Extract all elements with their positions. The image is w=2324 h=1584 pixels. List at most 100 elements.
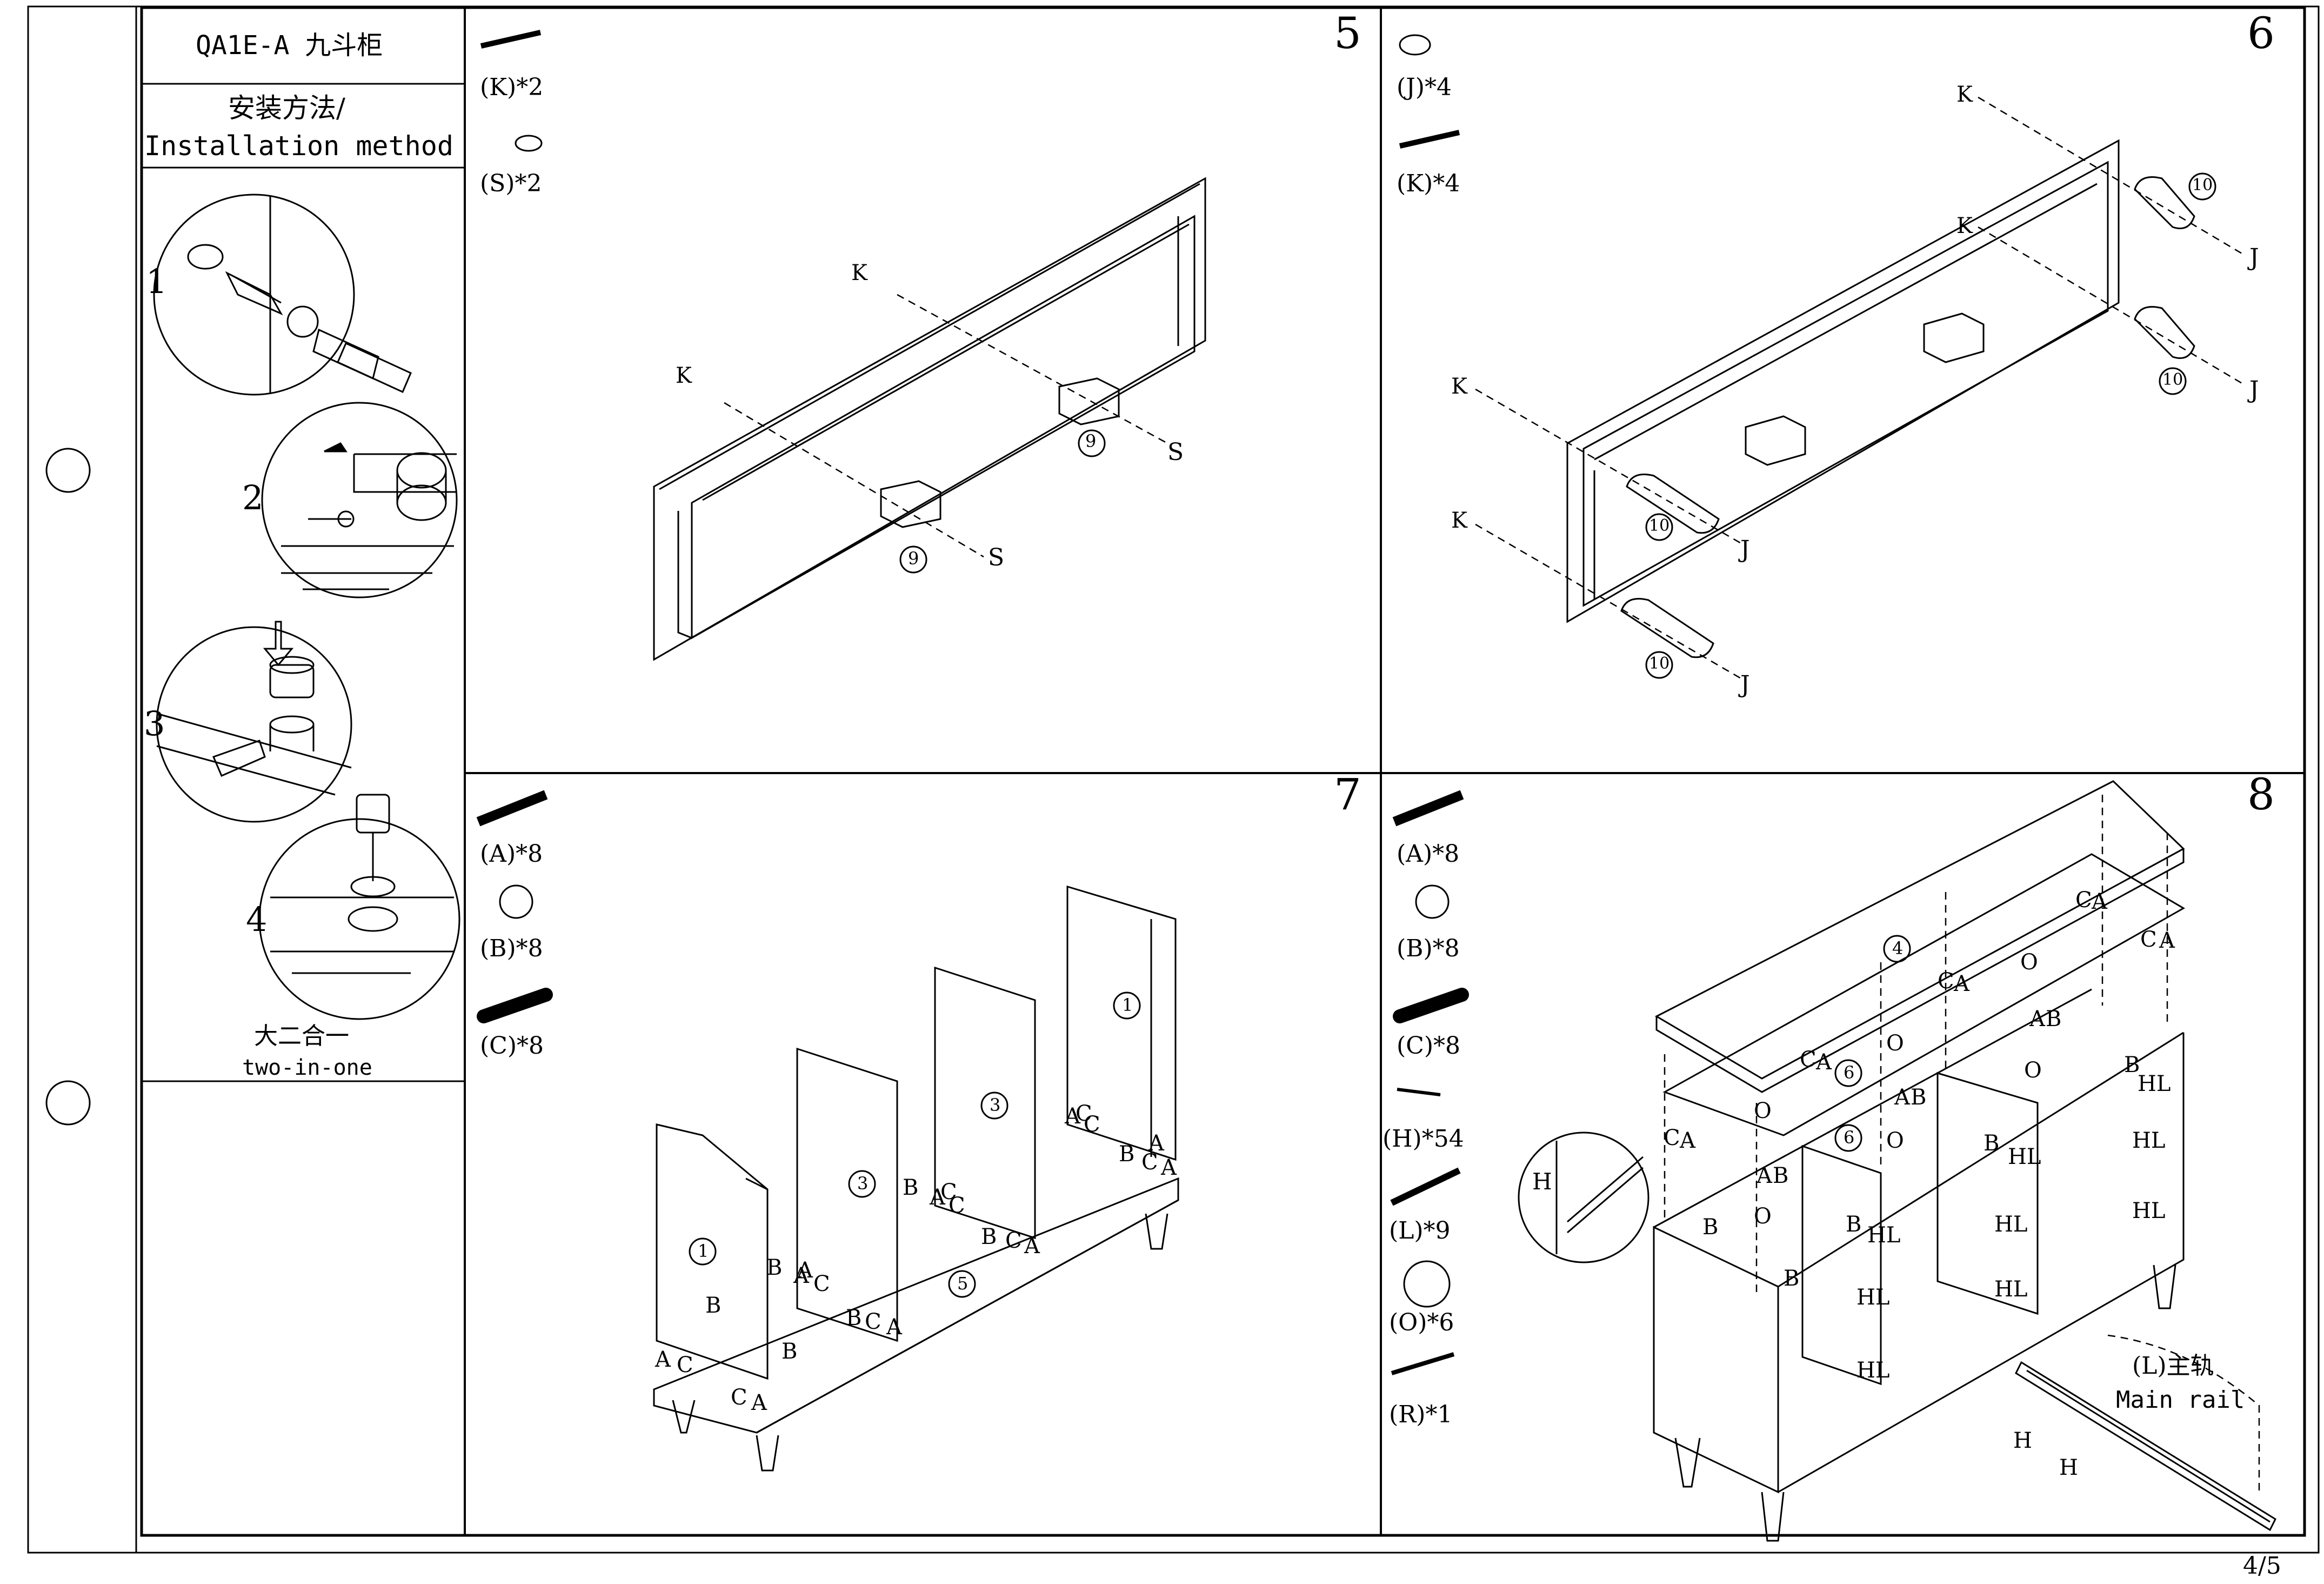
callout-label: J [1740, 671, 1750, 698]
step-number-5: 5 [1334, 8, 1361, 58]
part-label: (O)*6 [1389, 1309, 1454, 1336]
step-number-7: 7 [1334, 769, 1361, 820]
callout-label: B [2124, 1053, 2140, 1077]
callout-label: A [1680, 1128, 1695, 1153]
part-label: (B)*8 [480, 935, 543, 962]
callout-label: B [1702, 1215, 1719, 1240]
callout-label: HL [1994, 1277, 2028, 1302]
callout-label: 9 [908, 548, 919, 569]
panel-number: 1 [698, 1241, 709, 1261]
callout-label: O [1886, 1128, 1904, 1153]
part-label: (S)*2 [480, 170, 542, 197]
main-rail-en: Main rail [2116, 1386, 2245, 1414]
cam-bolt-icon [476, 790, 548, 827]
callout-label: A [1757, 1163, 1772, 1188]
callout-label: H [2013, 1428, 2032, 1453]
callout-label: 9 [1085, 431, 1097, 451]
step-number-8: 8 [2247, 769, 2275, 820]
callout-label: A [655, 1347, 671, 1372]
callout-label: O [2024, 1058, 2042, 1083]
step7-drawing [653, 885, 1179, 1472]
callout-label: HL [2008, 1144, 2041, 1169]
detail-circle-2 [261, 402, 458, 598]
two-in-one-en: two-in-one [242, 1055, 372, 1080]
cam-lock-icon [499, 884, 533, 919]
two-in-one-cn: 大二合一 [254, 1022, 349, 1050]
part-label: (B)*8 [1397, 935, 1460, 962]
detail-circle-3 [156, 621, 352, 823]
callout-label: C [1005, 1228, 1022, 1253]
callout-label: 10 [2162, 370, 2183, 389]
detail-circle-1 [153, 194, 412, 396]
callout-label: A [793, 1263, 809, 1288]
callout-label: O [1754, 1099, 1772, 1123]
callout-label: HL [1867, 1223, 1901, 1248]
callout-label: HL [1994, 1212, 2028, 1237]
frame-border [140, 6, 2306, 1537]
part-label: (L)*9 [1389, 1217, 1451, 1244]
panel-number: 6 [1844, 1062, 1855, 1083]
part-label: (A)*8 [480, 840, 543, 868]
callout-label: B [903, 1175, 919, 1200]
model-title: QA1E-A 九斗柜 [196, 30, 383, 61]
callout-label: A [1024, 1234, 1040, 1259]
callout-label: C [1076, 1101, 1092, 1126]
sidebar-step-1: 1 [146, 262, 168, 301]
outer-border [27, 5, 2320, 1554]
cam-lock-icon [1415, 884, 1450, 919]
callout-label: H [2059, 1455, 2078, 1480]
callout-label: A [1954, 971, 1969, 996]
callout-label: A [1161, 1155, 1177, 1180]
callout-label: B [1773, 1163, 1789, 1188]
callout-label: K [1451, 508, 1467, 533]
callout-label: 10 [1649, 654, 1670, 673]
callout-label: A [797, 1258, 813, 1283]
callout-label: B [846, 1306, 862, 1330]
callout-label: C [1664, 1126, 1680, 1150]
part-label: (J)*4 [1397, 74, 1452, 101]
callout-label: B [2046, 1007, 2062, 1031]
callout-label: J [2249, 244, 2259, 271]
callout-label: HL [2132, 1199, 2166, 1223]
binder-hole-icon [45, 1080, 91, 1126]
part-label: (R)*1 [1389, 1401, 1453, 1428]
callout-label: 10 [2192, 176, 2213, 195]
part-label: (C)*8 [480, 1032, 544, 1060]
callout-label: C [731, 1385, 747, 1410]
part-label: (A)*8 [1397, 840, 1460, 868]
callout-label: J [2249, 376, 2259, 404]
callout-label: A [930, 1185, 945, 1210]
detail-circle-4 [258, 794, 460, 1020]
callout-label: A [751, 1390, 767, 1415]
callout-label: K [1956, 82, 1973, 107]
dowel-icon [1393, 988, 1469, 1023]
callout-label: A [2159, 928, 2175, 953]
callout-label: K [676, 363, 692, 388]
main-rail-cn: (L)主轨 [2132, 1352, 2214, 1380]
callout-label: C [1938, 969, 1954, 994]
step5-drawing [653, 177, 1206, 661]
callout-label: B [1846, 1212, 1862, 1237]
rail-icon [1390, 1167, 1461, 1206]
callout-label: C [1800, 1047, 1817, 1072]
callout-label: J [1740, 536, 1750, 563]
part-label: (K)*4 [1397, 170, 1460, 197]
callout-label: S [1167, 438, 1184, 466]
panel-number: 3 [857, 1173, 869, 1194]
cam-bolt-icon [1392, 790, 1464, 827]
sidebar-step-2: 2 [242, 478, 264, 517]
sidebar-step-4: 4 [246, 900, 268, 939]
callout-label: B [981, 1224, 997, 1249]
callout-label: HL [1856, 1358, 1890, 1383]
callout-label: B [1984, 1131, 2000, 1156]
callout-label: B [705, 1293, 722, 1318]
leveling-foot-icon [515, 135, 543, 152]
page-number: 4/5 [2243, 1552, 2281, 1580]
callout-label: O [2020, 950, 2038, 975]
callout-label: K [851, 261, 867, 285]
callout-label: K [1451, 374, 1467, 399]
dowel-icon [477, 988, 553, 1023]
callout-label: C [940, 1180, 957, 1204]
callout-label: HL [2138, 1071, 2171, 1096]
